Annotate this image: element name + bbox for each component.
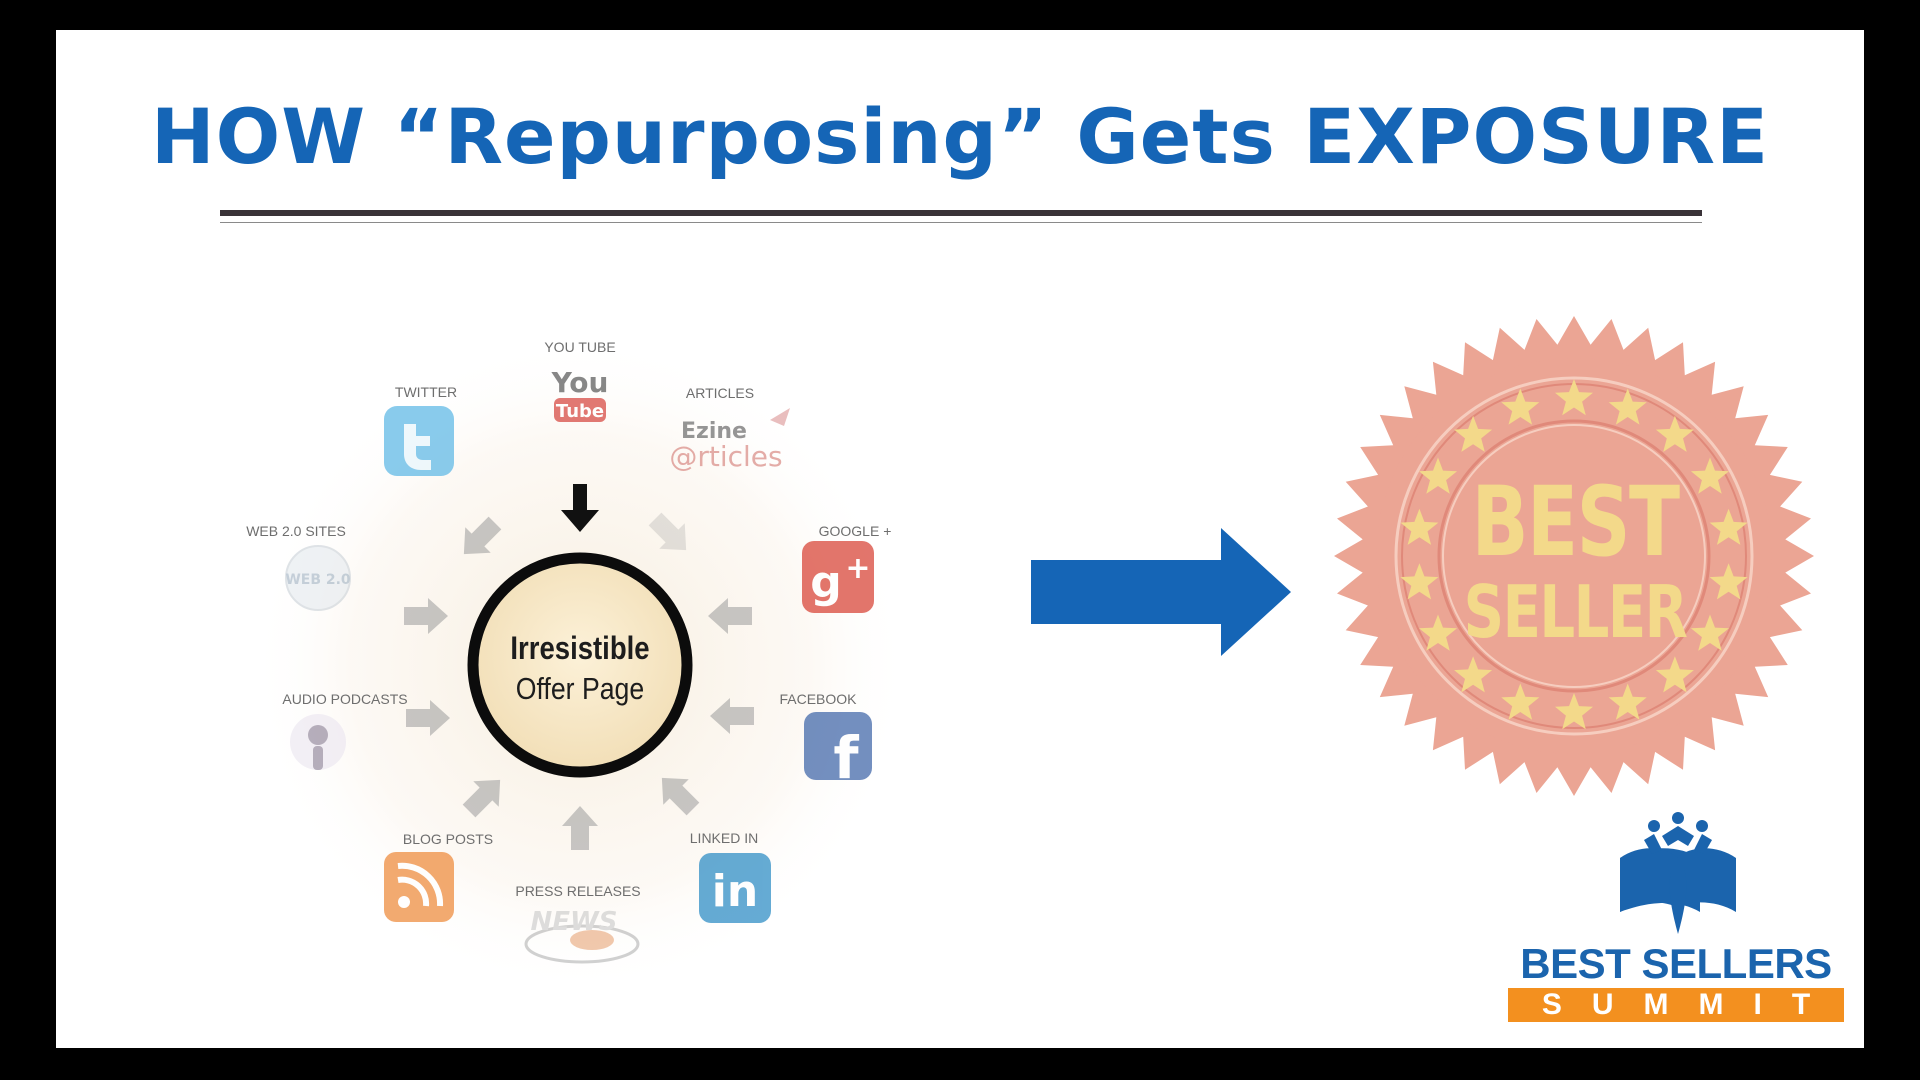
title-rule [220,210,1702,216]
label-articles: ARTICLES [685,385,755,401]
label-audio-podcasts: AUDIO PODCASTS [282,691,408,707]
offer-page-label: Irresistible Offer Page [480,630,680,707]
label-youtube: YOU TUBE [544,339,616,355]
label-facebook: FACEBOOK [779,691,857,707]
label-google-plus: GOOGLE + [818,523,892,539]
offer-page-line2: Offer Page [515,671,645,706]
label-twitter: TWITTER [394,384,458,400]
label-press-releases: PRESS RELEASES [515,883,641,899]
slide-title: HOW “Repurposing” Gets EXPOSURE [151,92,1769,181]
seal-best-text: BEST [1471,466,1681,578]
label-web20: WEB 2.0 SITES [246,523,346,539]
logo-summit-text: SUMMIT [1508,988,1844,1022]
label-linkedin: LINKED IN [689,830,759,846]
logo-best-sellers-text: BEST SELLERS [1520,940,1832,987]
seal-seller-text: SELLER [1463,570,1688,654]
offer-page-line1: Irresistible [510,630,650,666]
title-rule-thin [220,222,1702,223]
label-blog-posts: BLOG POSTS [402,831,494,847]
